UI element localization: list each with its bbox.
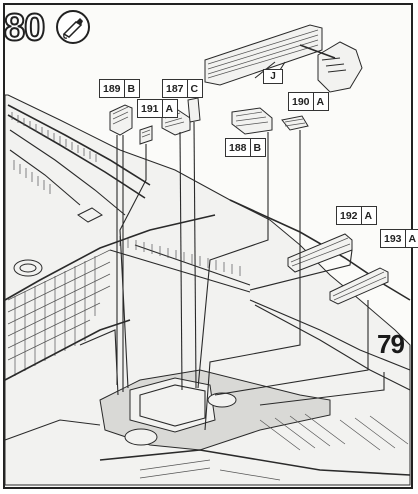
part-188 <box>231 107 273 135</box>
part-191 <box>139 125 153 145</box>
glue-tube-icon <box>56 10 90 44</box>
leader-lines <box>116 121 385 431</box>
part-189 <box>109 104 133 136</box>
hand-brush-icon <box>299 41 363 93</box>
part-190 <box>281 115 309 131</box>
part-193 <box>329 267 389 305</box>
step-number: 80 <box>3 7 46 49</box>
part-j-detail <box>204 24 323 86</box>
reference-step-79: 79 <box>377 329 405 359</box>
detail-callout-j: J <box>263 69 283 84</box>
